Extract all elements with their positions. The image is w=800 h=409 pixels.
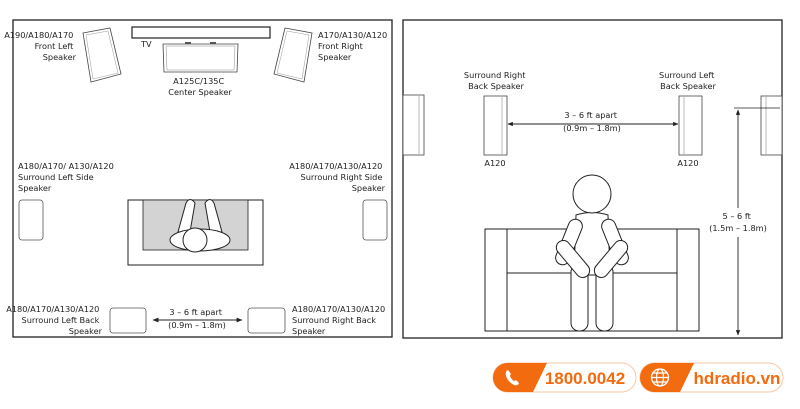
side-wall-speaker-right bbox=[760, 95, 783, 156]
couch-top-view bbox=[127, 199, 264, 266]
distance-label: 3 – 6 ft apart (0.9m – 1.8m) bbox=[168, 307, 226, 330]
back-right-label: A180/A170/A130/A120 Surround Right Back … bbox=[292, 304, 388, 336]
front-left-speaker bbox=[82, 27, 122, 83]
front-right-label: A170/A130/A120 Front Right Speaker bbox=[318, 30, 390, 62]
rear-model-right: A120 bbox=[677, 158, 698, 168]
tv-label: TV bbox=[140, 39, 152, 49]
side-left-speaker bbox=[18, 199, 44, 241]
center-speaker-label: A125C/135C Center Speaker bbox=[168, 76, 232, 97]
rear-model-left: A120 bbox=[484, 158, 505, 168]
front-left-label: A190/A180/A170 Front Left Speaker bbox=[4, 30, 76, 62]
website-url: hdradio.vn bbox=[694, 369, 781, 388]
phone-icon bbox=[505, 370, 519, 386]
rear-back-left-speaker bbox=[678, 95, 703, 156]
side-right-speaker bbox=[362, 199, 388, 241]
back-left-label: A180/A170/A130/A120 Surround Left Back S… bbox=[6, 304, 102, 336]
room-outline bbox=[12, 19, 393, 338]
top-view-panel: TV A125C/135C Center Speaker A190/A180/A… bbox=[4, 19, 393, 338]
height-label: 5 – 6 ft (1.5m – 1.8m) bbox=[709, 211, 767, 233]
rear-back-right-speaker bbox=[483, 95, 508, 156]
listener-top-view bbox=[169, 199, 231, 253]
rear-back-left-label: Surround Left Back Speaker bbox=[659, 70, 717, 91]
side-wall-speaker-left bbox=[402, 94, 425, 156]
rear-back-right-label: Surround Right Back Speaker bbox=[464, 70, 528, 91]
phone-number: 1800.0042 bbox=[545, 369, 625, 388]
website-pill[interactable]: hdradio.vn bbox=[639, 362, 784, 393]
rear-distance-label: 3 – 6 ft apart (0.9m – 1.8m) bbox=[563, 110, 621, 133]
globe-icon bbox=[650, 368, 670, 387]
rear-view-panel: Surround Right Back Speaker A120 Surroun… bbox=[402, 19, 783, 339]
back-left-speaker bbox=[109, 307, 147, 334]
front-right-speaker bbox=[273, 27, 313, 83]
room-outline bbox=[402, 19, 783, 339]
side-right-label: A180/A170/A130/A120 Surround Right Side … bbox=[289, 161, 385, 193]
center-speaker bbox=[162, 42, 239, 73]
side-left-label: A180/A170/ A130/A120 Surround Left Side … bbox=[18, 161, 116, 193]
phone-pill[interactable]: 1800.0042 bbox=[492, 362, 637, 393]
back-right-speaker bbox=[247, 307, 286, 334]
tv bbox=[131, 26, 271, 39]
listener-rear-view bbox=[555, 174, 629, 332]
